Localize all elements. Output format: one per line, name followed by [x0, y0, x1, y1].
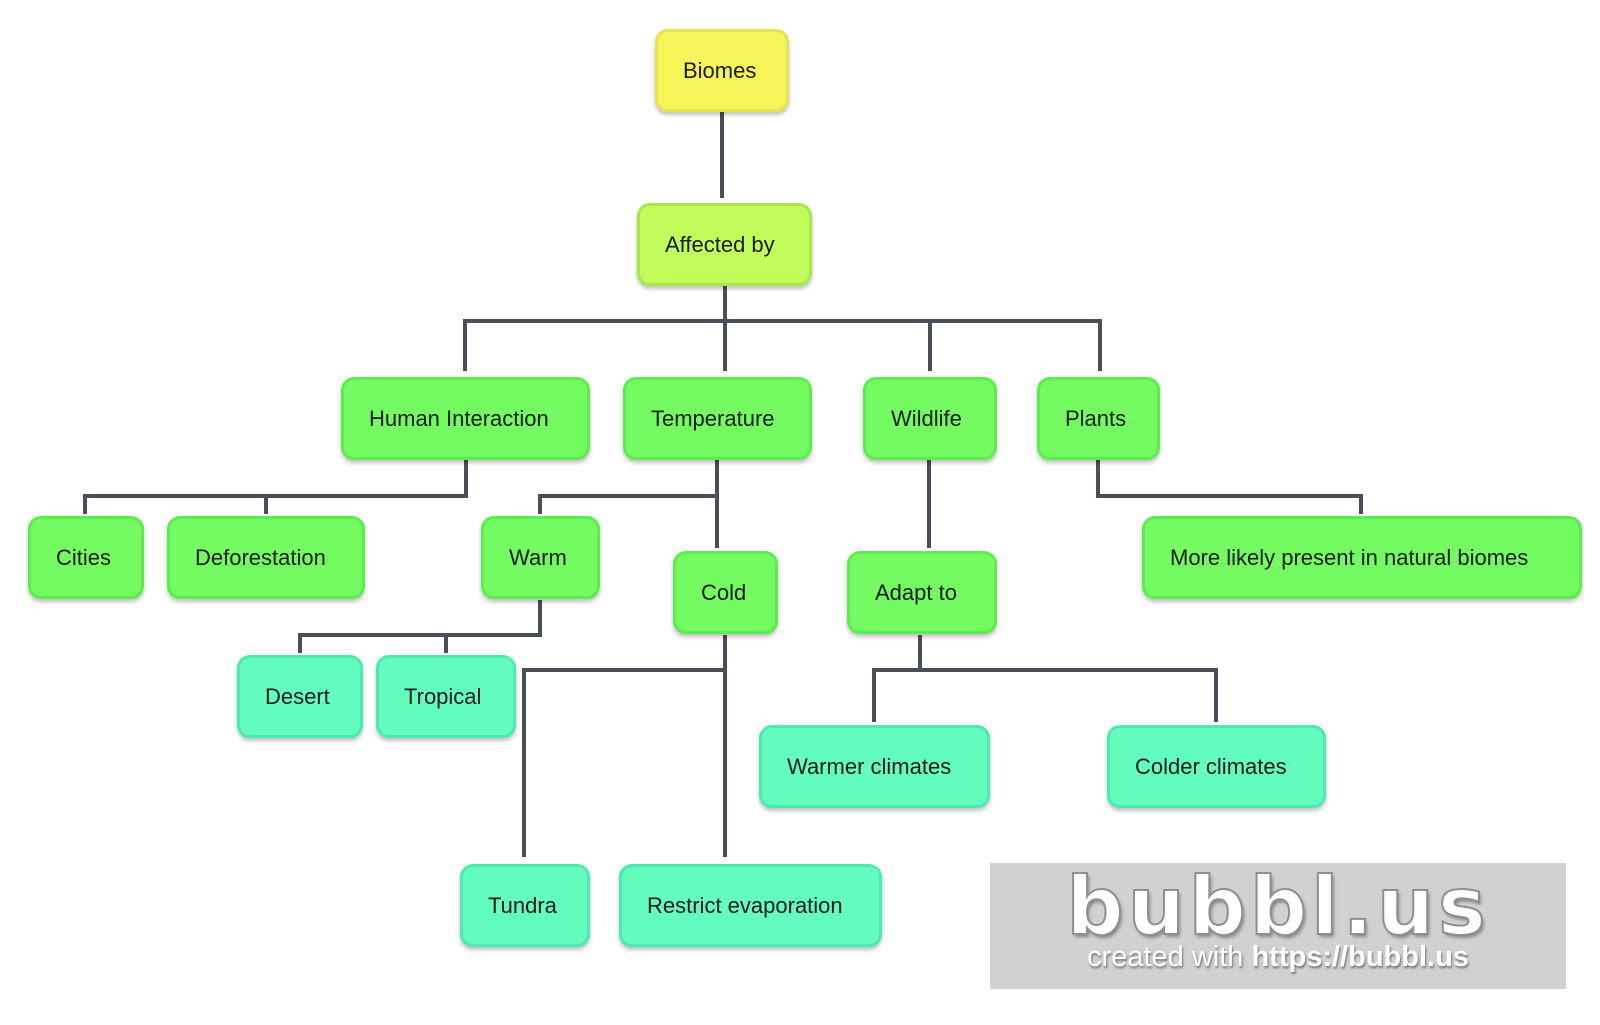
node-label: Tundra: [488, 892, 557, 918]
node-tundra[interactable]: Tundra: [460, 864, 590, 947]
node-biomes[interactable]: Biomes: [655, 29, 789, 112]
node-label: Tropical: [404, 683, 482, 709]
node-label: Affected by: [665, 231, 775, 257]
node-cities[interactable]: Cities: [28, 516, 144, 599]
connector-affected-bus: [463, 319, 1102, 371]
node-label: Warm: [509, 544, 567, 570]
node-adapt-to[interactable]: Adapt to: [847, 551, 997, 634]
node-label: Biomes: [683, 57, 757, 83]
node-label: More likely present in natural biomes: [1170, 544, 1529, 570]
node-label: Cold: [701, 579, 747, 605]
node-warmer-climates[interactable]: Warmer climates: [759, 725, 990, 808]
node-label: Restrict evaporation: [647, 892, 843, 918]
node-colder-climates[interactable]: Colder climates: [1107, 725, 1326, 808]
node-plants[interactable]: Plants: [1037, 377, 1160, 460]
node-label: Cities: [56, 544, 112, 570]
connector-warm: [298, 600, 542, 653]
connector-colder: [920, 668, 1218, 722]
bubblus-watermark: bubbl.us created with https://bubbl.us: [990, 863, 1566, 989]
connector-tundra: [522, 668, 725, 857]
node-label: Human Interaction: [369, 405, 549, 431]
watermark-caption: created with https://bubbl.us: [990, 941, 1566, 974]
bubblus-logo: bubbl.us: [1065, 860, 1490, 953]
node-label: Deforestation: [195, 544, 326, 570]
watermark-url: https://bubbl.us: [1251, 941, 1469, 973]
connector-human-interaction: [83, 460, 468, 514]
node-label: Wildlife: [891, 405, 962, 431]
connector-plants: [1096, 460, 1363, 514]
node-temperature[interactable]: Temperature: [623, 377, 812, 460]
node-label: Colder climates: [1135, 753, 1287, 779]
node-label: Warmer climates: [787, 753, 952, 779]
connector-adapt: [872, 635, 922, 722]
node-label: Desert: [265, 683, 330, 709]
node-warm[interactable]: Warm: [481, 516, 600, 599]
connector-temperature: [538, 460, 719, 514]
node-cold[interactable]: Cold: [673, 551, 778, 634]
node-human-interaction[interactable]: Human Interaction: [341, 377, 590, 460]
node-desert[interactable]: Desert: [237, 655, 363, 738]
node-wildlife[interactable]: Wildlife: [863, 377, 997, 460]
node-label: Adapt to: [875, 579, 957, 605]
node-more-likely[interactable]: More likely present in natural biomes: [1142, 516, 1582, 599]
node-label: Plants: [1065, 405, 1127, 431]
node-deforestation[interactable]: Deforestation: [167, 516, 365, 599]
node-restrict-evaporation[interactable]: Restrict evaporation: [619, 864, 882, 947]
watermark-caption-text: created with: [1087, 941, 1244, 973]
node-label: Temperature: [651, 405, 775, 431]
node-affected-by[interactable]: Affected by: [637, 203, 812, 286]
node-tropical[interactable]: Tropical: [376, 655, 516, 738]
